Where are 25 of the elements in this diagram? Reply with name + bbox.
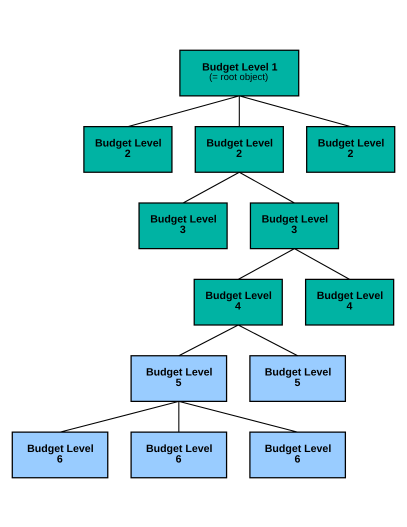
connector xyxy=(60,400,179,432)
node-box: Budget Level 1 (= root object) xyxy=(179,49,300,96)
node-box: Budget Level 6 xyxy=(12,431,108,478)
node-box: Budget Level 2 xyxy=(194,125,284,172)
connector xyxy=(238,248,295,280)
connector xyxy=(239,171,295,203)
node-box: Budget Level 2 xyxy=(306,125,396,172)
node-box: Budget Level 5 xyxy=(130,354,228,402)
connector xyxy=(239,94,351,127)
connector xyxy=(238,324,298,356)
node-box: Budget Level 4 xyxy=(304,278,394,326)
connector xyxy=(182,171,240,203)
node-box: Budget Level 5 xyxy=(249,354,346,402)
connector xyxy=(178,324,238,356)
connector xyxy=(178,400,180,432)
connector xyxy=(128,94,240,127)
node-box: Budget Level 3 xyxy=(138,202,228,249)
node-box: Budget Level 4 xyxy=(194,278,283,326)
connector xyxy=(178,400,298,432)
connector xyxy=(294,248,350,280)
node-box: Budget Level 6 xyxy=(130,431,228,478)
node-box: Budget Level 6 xyxy=(249,431,346,478)
connector xyxy=(238,95,240,126)
node-box: Budget Level 2 xyxy=(83,125,173,172)
node-box: Budget Level 3 xyxy=(250,202,340,249)
